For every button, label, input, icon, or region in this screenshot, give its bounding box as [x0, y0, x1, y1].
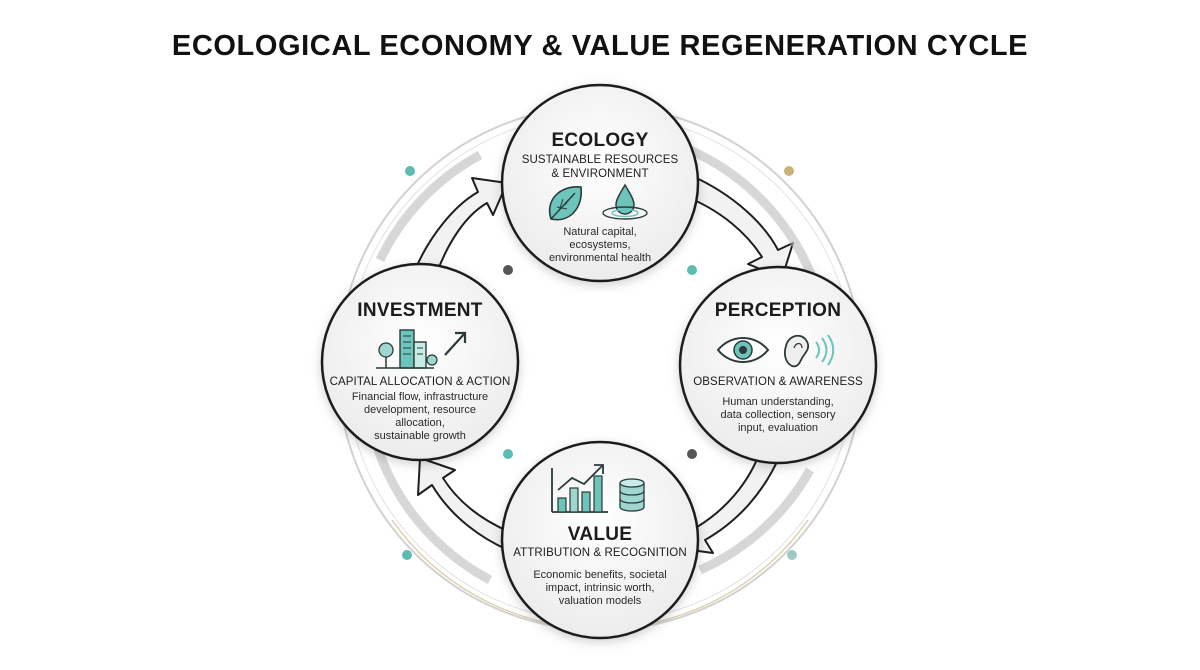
ecology-desc-line-3: environmental health: [549, 252, 651, 264]
node-investment: INVESTMENT CAPITAL ALLOCATION & ACTION F…: [320, 262, 520, 462]
ecology-subtitle-line-2: & ENVIRONMENT: [551, 168, 648, 180]
investment-desc-line-3: allocation,: [395, 417, 445, 429]
buildings-icon: [376, 329, 438, 369]
ecology-desc-line-1: Natural capital,: [563, 226, 636, 238]
investment-desc-line-4: sustainable growth: [374, 430, 466, 442]
perception-desc-line-3: input, evaluation: [738, 422, 818, 434]
eye-icon: [716, 337, 770, 363]
investment-subtitle: CAPITAL ALLOCATION & ACTION: [330, 376, 511, 388]
perception-desc-line-2: data collection, sensory: [721, 409, 836, 421]
bar-chart-icon: [551, 464, 608, 513]
ecology-desc-line-2: ecosystems,: [569, 239, 630, 251]
leaf-icon: [548, 186, 582, 221]
water-drop-icon: [602, 183, 648, 220]
page-title: ECOLOGICAL ECONOMY & VALUE REGENERATION …: [171, 30, 1029, 62]
value-title: VALUE: [568, 524, 632, 545]
perception-desc-line-1: Human understanding,: [722, 396, 833, 408]
arrow-value-to-investment: [417, 457, 526, 556]
node-perception: PERCEPTION OBSERVATION & AWARENESS Human…: [678, 265, 878, 465]
perception-title: PERCEPTION: [715, 300, 842, 321]
node-ecology: ECOLOGY SUSTAINABLE RESOURCES & ENVIRONM…: [500, 83, 700, 283]
value-desc-line-2: impact, intrinsic worth,: [546, 582, 655, 594]
node-value: VALUE ATTRIBUTION & RECOGNITION Economic…: [500, 440, 700, 640]
value-desc-line-1: Economic benefits, societal: [533, 569, 666, 581]
ear-icon: [784, 334, 835, 368]
ecology-title: ECOLOGY: [551, 130, 648, 151]
value-subtitle: ATTRIBUTION & RECOGNITION: [513, 547, 687, 559]
value-desc-line-3: valuation models: [559, 595, 642, 607]
ecology-subtitle-line-1: SUSTAINABLE RESOURCES: [522, 154, 679, 166]
investment-desc-line-1: Financial flow, infrastructure: [352, 391, 488, 403]
coin-stack-icon: [619, 478, 645, 512]
perception-subtitle: OBSERVATION & AWARENESS: [693, 376, 863, 388]
investment-title: INVESTMENT: [357, 300, 483, 321]
investment-desc-line-2: development, resource: [364, 404, 476, 416]
growth-arrow-icon: [444, 331, 467, 356]
